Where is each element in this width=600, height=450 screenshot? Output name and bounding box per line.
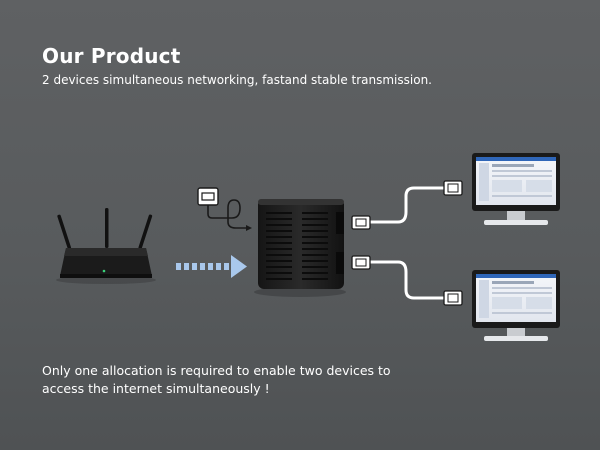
page-title: Our Product [42, 44, 181, 68]
flow-arrow [176, 255, 247, 278]
monitor-icon [472, 153, 560, 225]
monitor-icon [472, 270, 560, 341]
ethernet-plug-icon [443, 180, 463, 306]
ethernet-plug-icon [197, 187, 252, 231]
router-icon [56, 208, 156, 284]
page-subtitle: 2 devices simultaneous networking, fasta… [42, 73, 432, 87]
caption-text: Only one allocation is required to enabl… [42, 363, 391, 396]
splitter-icon [254, 199, 346, 297]
ethernet-plug-icon [351, 215, 371, 270]
